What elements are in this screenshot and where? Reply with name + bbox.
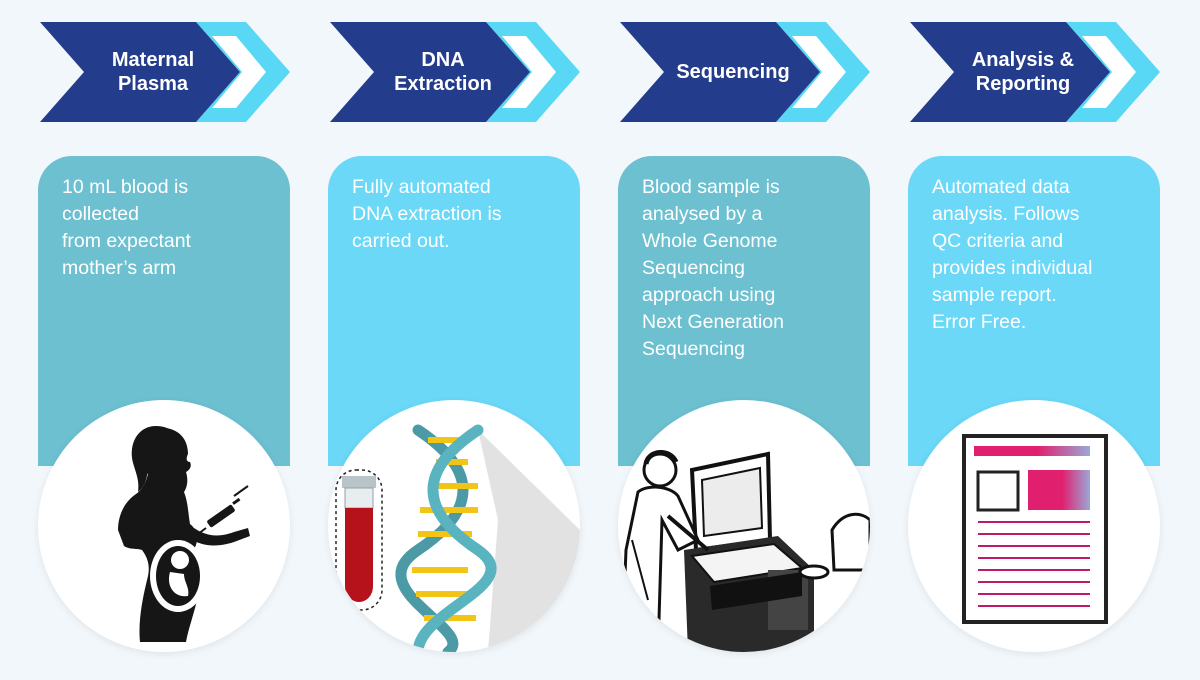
step-header-chevron: Sequencing	[580, 0, 870, 140]
lab-sequencer-icon	[618, 400, 870, 652]
step-analysis-reporting: Analysis & Reporting Automated data anal…	[870, 0, 1160, 680]
step-description: Blood sample is analysed by a Whole Geno…	[642, 176, 784, 360]
step-description: 10 mL blood is collected from expectant …	[62, 176, 191, 279]
report-document-icon	[908, 400, 1160, 652]
step-description: Automated data analysis. Follows QC crit…	[932, 176, 1093, 333]
step-dna-extraction: DNA Extraction Fully automated DNA extra…	[290, 0, 580, 680]
step-sequencing: Sequencing Blood sample is analysed by a…	[580, 0, 870, 680]
pregnant-woman-syringe-icon	[38, 400, 290, 652]
blood-tube-dna-helix-icon	[328, 400, 580, 652]
step-description: Fully automated DNA extraction is carrie…	[352, 176, 502, 252]
step-header-chevron: Maternal Plasma	[0, 0, 290, 140]
step-title: Analysis & Reporting	[971, 49, 1075, 95]
step-header-chevron: DNA Extraction	[290, 0, 580, 140]
step-header-chevron: Analysis & Reporting	[870, 0, 1160, 140]
step-maternal-plasma: Maternal Plasma 10 mL blood is collected…	[0, 0, 290, 680]
step-title: DNA Extraction	[394, 49, 492, 95]
step-title: Maternal Plasma	[111, 49, 195, 95]
step-title: Sequencing	[676, 61, 790, 83]
